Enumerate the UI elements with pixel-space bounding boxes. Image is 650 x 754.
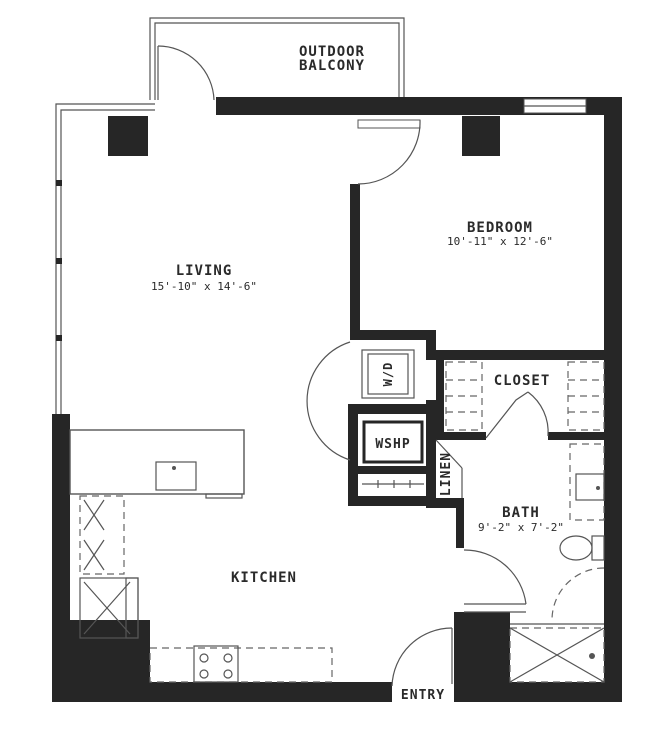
- bedroom-label: BEDROOM: [467, 220, 533, 236]
- kitchen-island: [69, 429, 245, 499]
- closet-walls: [436, 360, 606, 440]
- balcony-label-line2: BALCONY: [299, 58, 365, 74]
- kitchen-label: KITCHEN: [231, 570, 297, 586]
- bedroom-door: [357, 119, 421, 185]
- bedroom-window: [523, 98, 587, 114]
- refrigerator: [79, 577, 139, 639]
- closet-shelving: [445, 361, 605, 431]
- balcony-railing: [149, 17, 405, 100]
- kitchen-south-counter: [149, 645, 333, 683]
- bedroom-dimensions: 10'-11" x 12'-6": [447, 235, 553, 248]
- laundry-block: [348, 400, 464, 548]
- shower: [509, 567, 605, 683]
- bath-door: [463, 549, 527, 613]
- bedroom-wall: [350, 184, 606, 360]
- wshp-shelf: [362, 480, 424, 488]
- living-window-wall: [55, 103, 155, 414]
- entry-label: ENTRY: [401, 688, 445, 703]
- wshp-unit: [362, 420, 424, 464]
- linen-door: [435, 439, 463, 498]
- kitchen-west-cabinets: [79, 495, 125, 575]
- laundry-door: [306, 341, 351, 461]
- entry-door: [391, 627, 453, 687]
- closet-bifold-door: [485, 391, 549, 439]
- linen-label: LINEN: [439, 452, 454, 496]
- living-dimensions: 15'-10" x 14'-6": [151, 280, 257, 293]
- bath-vanity: [569, 443, 605, 521]
- balcony-label-line1: OUTDOOR: [299, 44, 365, 60]
- bath-label: BATH: [502, 505, 540, 521]
- bath-dimensions: 9'-2" x 7'-2": [478, 521, 564, 534]
- washer-dryer: [361, 349, 415, 399]
- closet-label: CLOSET: [494, 373, 551, 389]
- exterior-walls: [52, 97, 622, 702]
- balcony-door: [157, 45, 215, 101]
- wshp-label: WSHP: [375, 437, 410, 452]
- toilet: [559, 535, 605, 561]
- column-east: [462, 116, 500, 156]
- column-west: [108, 116, 148, 156]
- living-label: LIVING: [176, 263, 233, 279]
- wd-label: W/D: [381, 362, 395, 387]
